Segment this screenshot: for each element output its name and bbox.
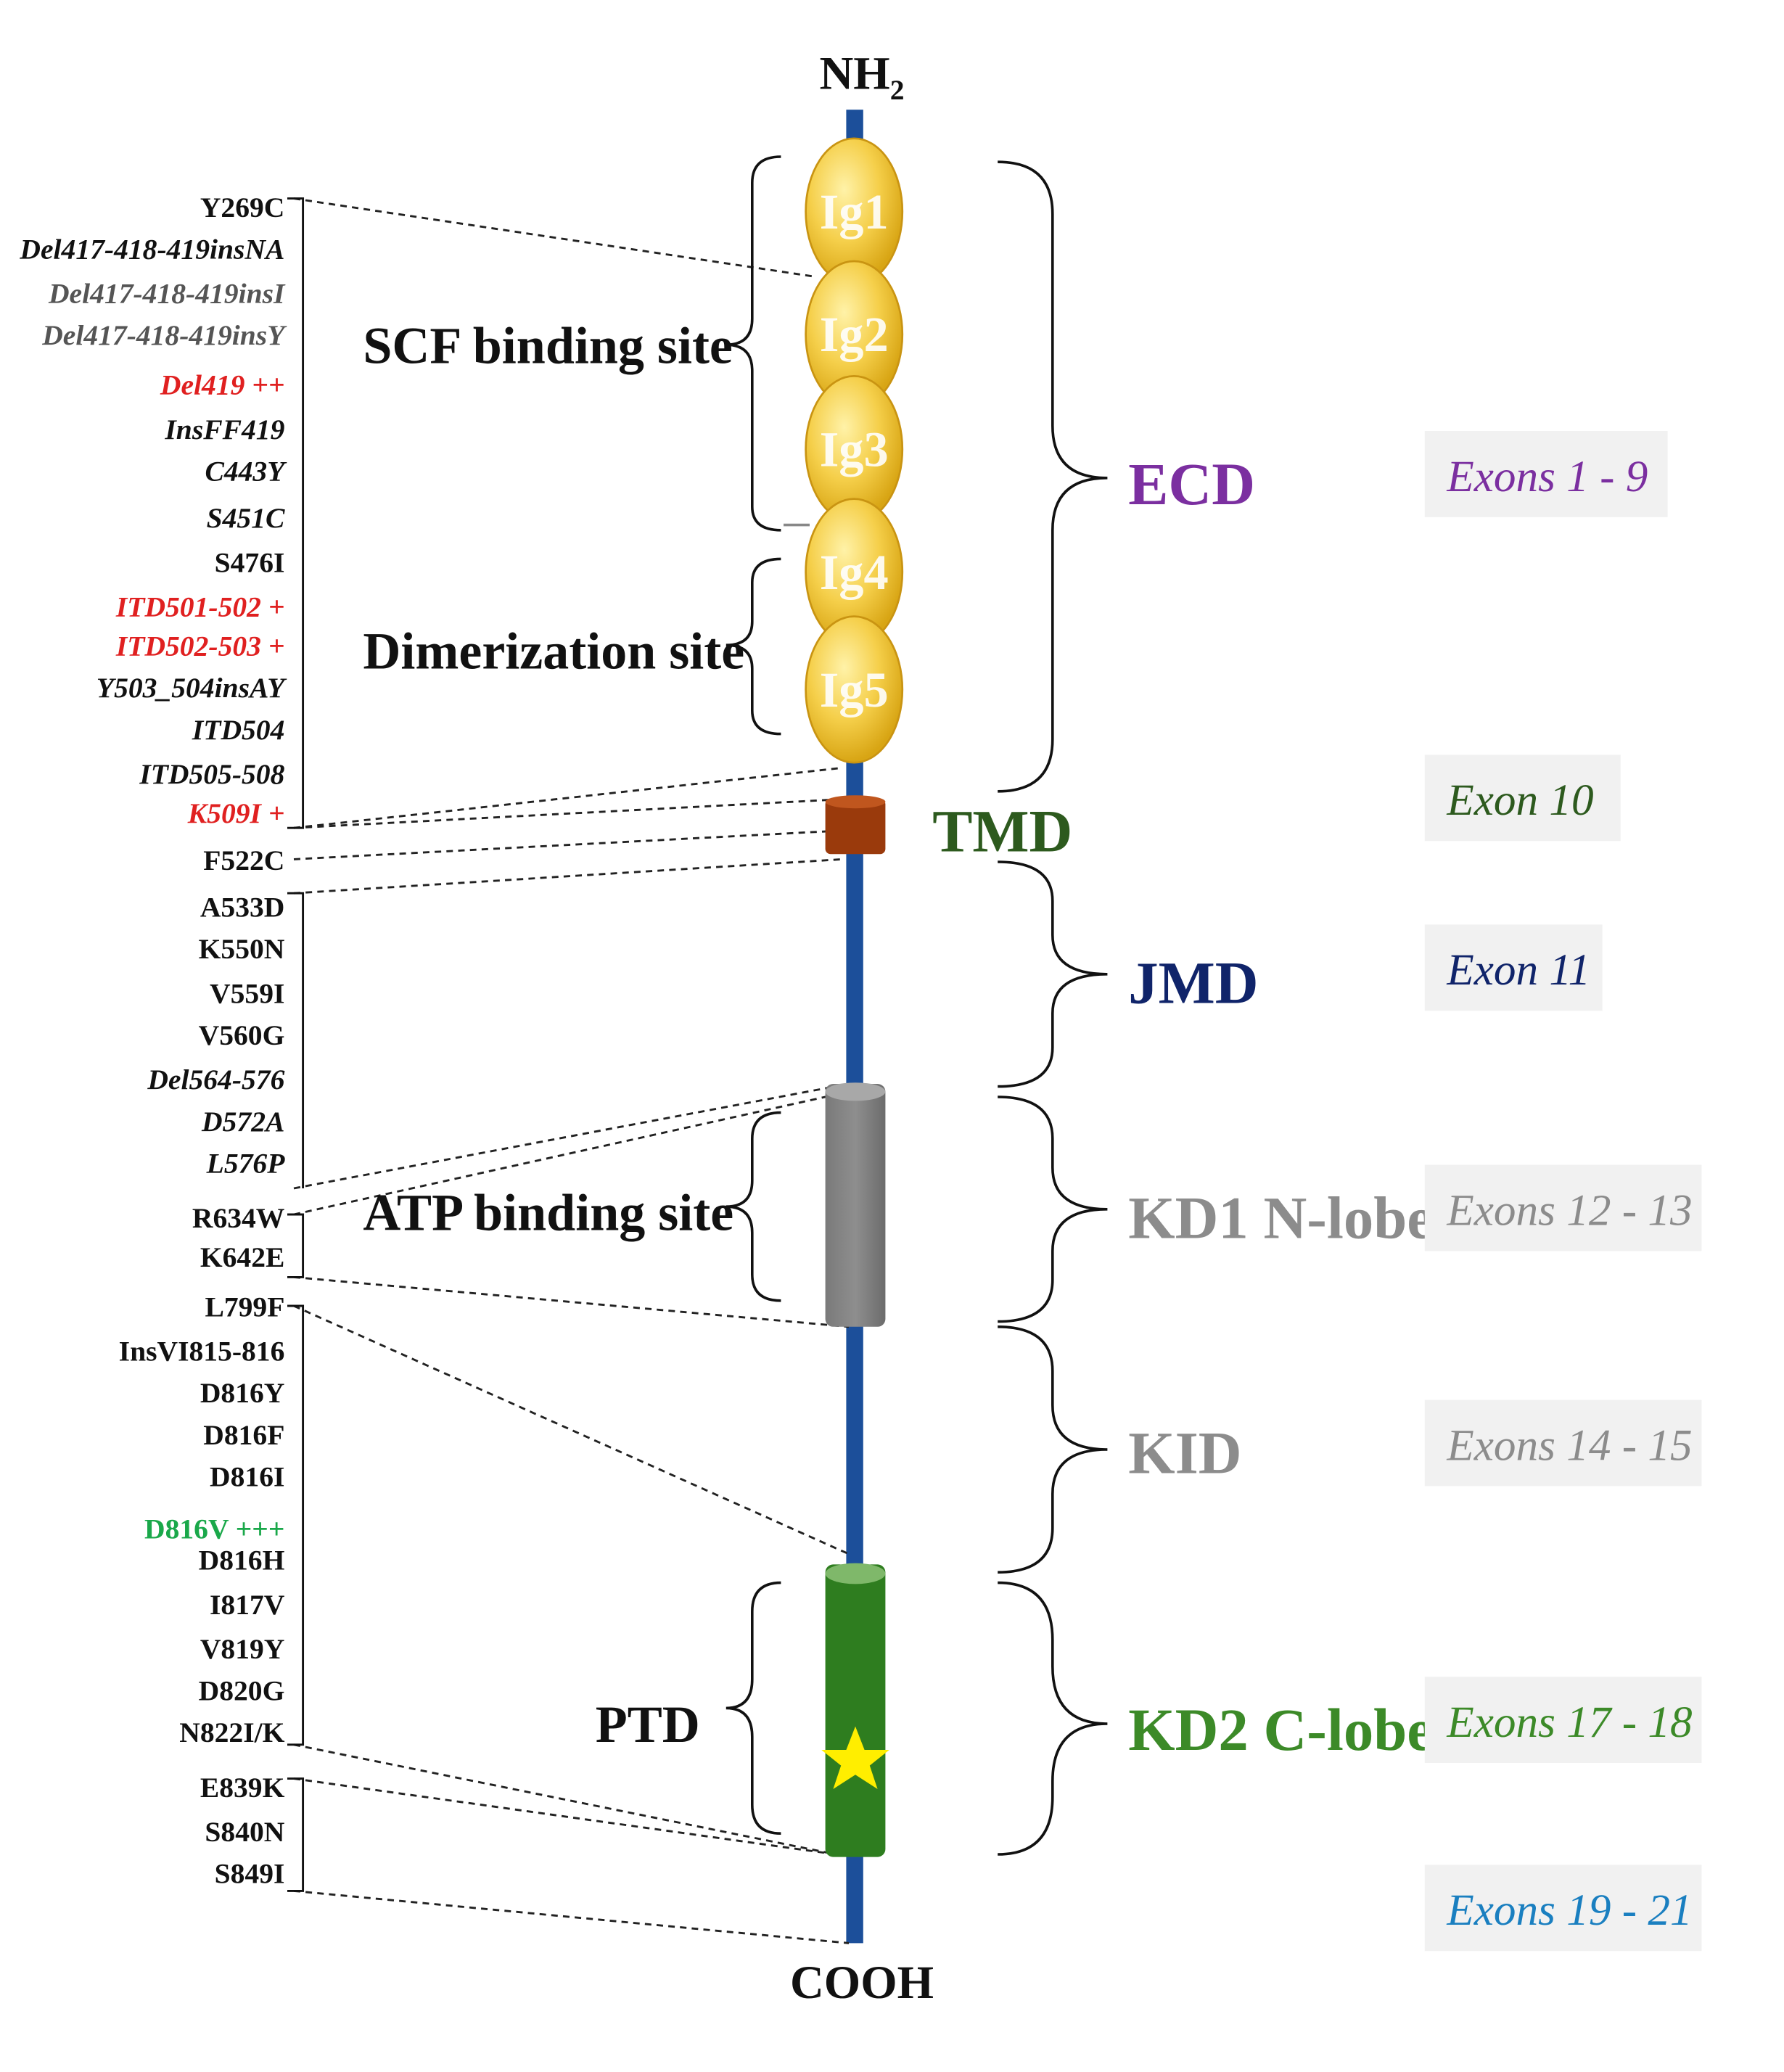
kd2-cylinder-top: [825, 1563, 886, 1584]
exon-label: Exon 11: [1446, 945, 1590, 995]
mutation-label: Y503_504insAY: [96, 672, 287, 704]
mutation-label: S840N: [205, 1816, 284, 1848]
ig-domain-4: Ig4: [805, 498, 904, 646]
mutation-label: R634W: [192, 1202, 285, 1234]
exon-box: Exons 1 - 9: [1424, 431, 1668, 517]
star-icon: [821, 1726, 889, 1789]
mutation-label: L576P: [206, 1147, 286, 1179]
tmd-segment: [825, 799, 886, 855]
ig-domain-2: Ig2: [805, 260, 904, 408]
mutation-label: D820G: [199, 1675, 285, 1707]
mutation-label: InsVI815-816: [119, 1336, 285, 1368]
mutation-brackets: [287, 197, 305, 1892]
n-terminus-label: NH2: [820, 47, 905, 105]
tmd-top: [825, 795, 886, 809]
exon-label: Exons 14 - 15: [1446, 1421, 1692, 1470]
ig-domain-label: Ig2: [820, 307, 889, 362]
c-terminus-label: COOH: [790, 1957, 934, 2009]
mutation-label: A533D: [200, 892, 285, 924]
mutation-label: E839K: [200, 1772, 285, 1804]
mutation-list: Y269C Del417-418-419insNA Del417-418-419in…: [19, 192, 287, 1890]
mutation-label: ITD501-502 +: [115, 591, 285, 623]
ecd-label: ECD: [1128, 451, 1255, 517]
exon-label: Exons 19 - 21: [1446, 1886, 1692, 1935]
kd1-label: KD1 N-lobe: [1128, 1184, 1434, 1251]
exon-labels: Exons 1 - 9 Exon 10 Exon 11 Exons 12 - 13 Ex…: [1424, 431, 1702, 1952]
mutation-label: F522C: [203, 844, 284, 876]
exon-label: Exons 12 - 13: [1446, 1185, 1692, 1235]
ig-domain-label: Ig3: [820, 422, 889, 477]
mutation-label: V819Y: [200, 1633, 285, 1665]
kd2-label: KD2 C-lobe: [1128, 1696, 1434, 1763]
kd1-cylinder-top: [825, 1082, 886, 1101]
mutation-label: ITD504: [192, 714, 285, 746]
site-braces: [725, 155, 781, 1835]
ig-domain-3: Ig3: [805, 375, 904, 524]
mutation-label: V559I: [210, 977, 284, 1009]
mutation-label: S849I: [215, 1858, 285, 1890]
mutation-label: D572A: [201, 1106, 284, 1138]
mutation-label: V560G: [199, 1019, 285, 1051]
mutation-label: ITD505-508: [139, 758, 284, 790]
exon-box: Exons 17 - 18: [1424, 1677, 1702, 1763]
exon-box: Exons 19 - 21: [1424, 1865, 1702, 1952]
mutation-label: S476I: [215, 546, 285, 578]
mutation-label: D816V +++: [144, 1513, 284, 1545]
mutation-label: D816F: [203, 1419, 284, 1451]
mutation-label: I817V: [210, 1589, 285, 1621]
mutation-connectors: [293, 197, 850, 1944]
ig-domain-label: Ig5: [820, 662, 889, 718]
mutation-label: N822I/K: [179, 1717, 284, 1748]
mutation-label: K550N: [199, 933, 285, 965]
mutation-label: K509I +: [187, 797, 285, 829]
domain-braces: [998, 160, 1108, 1856]
atp-binding-site-label: ATP binding site: [363, 1184, 733, 1242]
mutation-label: D816H: [199, 1545, 285, 1576]
mutation-label: L799F: [205, 1291, 284, 1323]
mutation-label: Del417-418-419insY: [41, 319, 287, 351]
ig-domain-label: Ig1: [820, 184, 889, 239]
mutation-label: InsFF419: [164, 414, 284, 445]
mutation-label: Del564-576: [147, 1064, 284, 1095]
mutation-label: D816Y: [200, 1377, 285, 1409]
exon-box: Exon 11: [1424, 924, 1603, 1011]
exon-label: Exons 1 - 9: [1446, 452, 1648, 501]
exon-box: Exons 14 - 15: [1424, 1399, 1702, 1487]
kd2-cylinder: [825, 1564, 886, 1857]
mutation-label: ITD502-503 +: [115, 630, 285, 662]
mutation-label: Del417-418-419insI: [48, 278, 286, 310]
ptd-label: PTD: [596, 1695, 700, 1754]
exon-box: Exon 10: [1424, 755, 1621, 842]
mutation-label: Del419 ++: [160, 369, 285, 401]
ig-domain-label: Ig4: [820, 545, 889, 600]
mutation-label: Y269C: [200, 192, 285, 223]
mutation-label: D816I: [210, 1460, 284, 1492]
mutation-label: Del417-418-419insNA: [19, 233, 284, 265]
exon-label: Exons 17 - 18: [1446, 1698, 1692, 1747]
mutation-label: C443Y: [205, 455, 287, 487]
mutation-label: S451C: [207, 502, 285, 534]
exon-box: Exons 12 - 13: [1424, 1164, 1702, 1251]
mutation-label: K642E: [200, 1241, 285, 1273]
scf-binding-site-label: SCF binding site: [363, 316, 732, 374]
tmd-label: TMD: [932, 798, 1072, 865]
exon-label: Exon 10: [1446, 776, 1593, 825]
ig-domain-1: Ig1: [805, 137, 904, 286]
kd1-cylinder: [825, 1084, 886, 1327]
ig-domain-5: Ig5: [805, 615, 904, 764]
kid-label: KID: [1128, 1419, 1241, 1486]
dimerization-site-label: Dimerization site: [363, 622, 744, 681]
jmd-label: JMD: [1128, 949, 1258, 1016]
